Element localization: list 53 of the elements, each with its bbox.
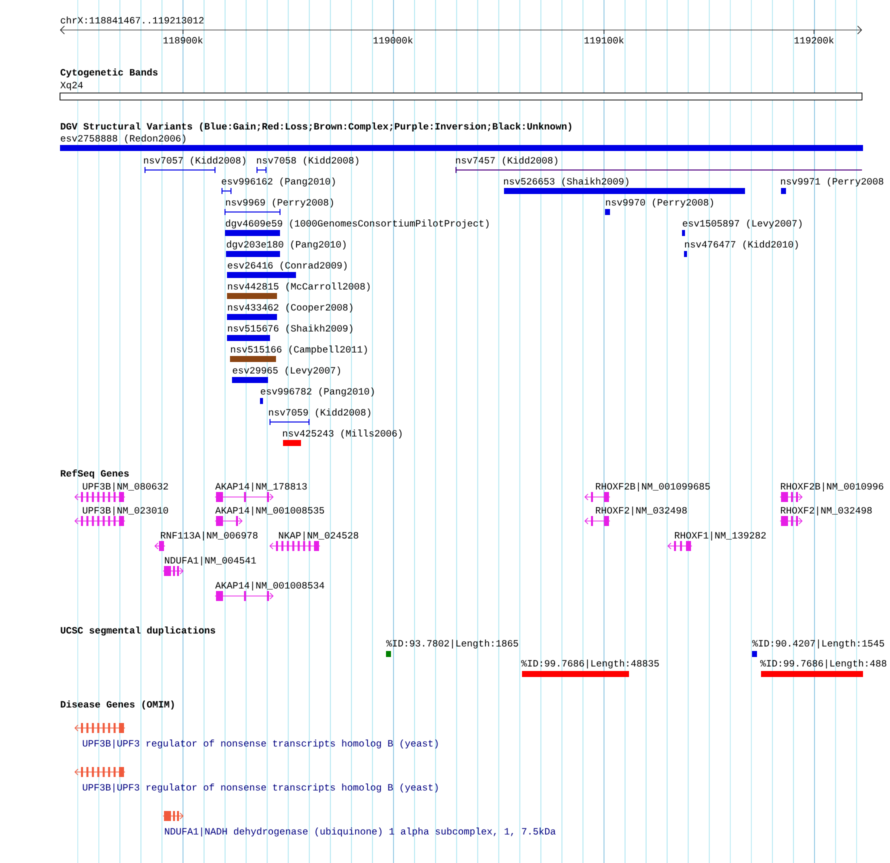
tick-label: 118900k bbox=[164, 36, 203, 44]
position-label: chrX:118841467..119213012 bbox=[60, 16, 204, 24]
feature-label: RHOXF2|NM_032498 bbox=[596, 506, 687, 516]
feature-label: nsv515166 (Campbell2011) bbox=[231, 346, 367, 354]
feature-label: NDUFA1|NM_004541 bbox=[164, 556, 256, 566]
feature-label: %ID:90.4207|Length:1545 bbox=[752, 640, 884, 648]
feature-label: UPF3B|NM_080632 bbox=[82, 482, 168, 492]
feature-label: dgv203e180 (Pang2010) bbox=[226, 240, 346, 250]
feature-label: AKAP14|NM_001008535 bbox=[215, 506, 324, 516]
feature-label: RHOXF2|NM_032498 bbox=[780, 506, 872, 516]
feature-label: RNF113A|NM_006978 bbox=[160, 532, 258, 540]
feature-label: nsv515676 (Shaikh2009) bbox=[228, 324, 352, 334]
feature-label: RHOXF1|NM_139282 bbox=[674, 532, 766, 540]
track-title: RefSeq Genes bbox=[60, 469, 129, 479]
tick-label: 119200k bbox=[794, 36, 834, 44]
feature-label: esv26416 (Conrad2009) bbox=[228, 262, 347, 270]
feature-label: %ID:93.7802|Length:1865 bbox=[386, 640, 518, 648]
track-title: Disease Genes (OMIM) bbox=[60, 700, 174, 710]
track-title: Cytogenetic Bands bbox=[60, 68, 158, 78]
feature-label: nsv442815 (McCarroll2008) bbox=[228, 282, 370, 292]
feature-label: esv29965 (Levy2007) bbox=[232, 366, 340, 376]
feature-label: esv2758888 (Redon2006) bbox=[60, 134, 186, 144]
track-title: UCSC segmental duplications bbox=[60, 626, 216, 636]
feature-label: esv996162 (Pang2010) bbox=[222, 178, 335, 186]
feature-label: UPF3B|NM_023010 bbox=[82, 506, 168, 516]
feature-label: nsv7058 (Kidd2008) bbox=[257, 156, 358, 166]
track-title: DGV Structural Variants (Blue:Gain;Red:Loss;Brown:Complex;Purple:Inversion;Black:Unknown) bbox=[60, 122, 572, 132]
feature-label: nsv7057 (Kidd2008) bbox=[144, 156, 246, 166]
feature-label: %ID:99.7686|Length:48835 bbox=[521, 660, 659, 668]
feature-label: AKAP14|NM_178813 bbox=[215, 482, 307, 492]
feature-label: RHOXF2B|NM_001099685 bbox=[596, 482, 710, 492]
feature-label: NKAP|NM_024528 bbox=[278, 532, 358, 540]
feature-label: nsv433462 (Cooper2008) bbox=[228, 304, 352, 312]
feature-label: nsv7457 (Kidd2008) bbox=[456, 156, 558, 166]
feature-label: nsv476477 (Kidd2010) bbox=[685, 240, 798, 250]
feature-label: nsv526653 (Shaikh2009) bbox=[504, 178, 628, 186]
feature-label: nsv7059 (Kidd2008) bbox=[269, 408, 370, 418]
feature-label: esv996782 (Pang2010) bbox=[260, 388, 374, 396]
tick-label: 119100k bbox=[584, 36, 624, 44]
feature-label: AKAP14|NM_001008534 bbox=[215, 582, 324, 590]
feature-label: RHOXF2B|NM_0010996 bbox=[780, 482, 884, 492]
feature-label: dgv4609e59 (1000GenomesConsortiumPilotProject) bbox=[226, 220, 489, 228]
feature-label: nsv9969 (Perry2008) bbox=[226, 198, 334, 208]
tick-label: 119000k bbox=[374, 36, 413, 44]
feature-label: nsv425243 (Mills2006) bbox=[283, 430, 402, 438]
feature-label: esv1505897 (Levy2007) bbox=[682, 220, 802, 228]
disease-gene-label: NDUFA1|NADH dehydrogenase (ubiquinone) 1 alpha subcomplex, 1, 7.5kDa bbox=[164, 828, 556, 836]
feature-label: %ID:99.7686|Length:488 bbox=[760, 660, 886, 668]
feature-label: nsv9971 (Perry2008 bbox=[781, 178, 884, 186]
disease-gene-label: UPF3B|UPF3 regulator of nonsense transcripts homolog B (yeast) bbox=[82, 784, 438, 792]
disease-gene-label: UPF3B|UPF3 regulator of nonsense transcripts homolog B (yeast) bbox=[82, 740, 438, 748]
feature-label: nsv9970 (Perry2008) bbox=[606, 198, 714, 208]
feature-label: Xq24 bbox=[60, 82, 83, 90]
